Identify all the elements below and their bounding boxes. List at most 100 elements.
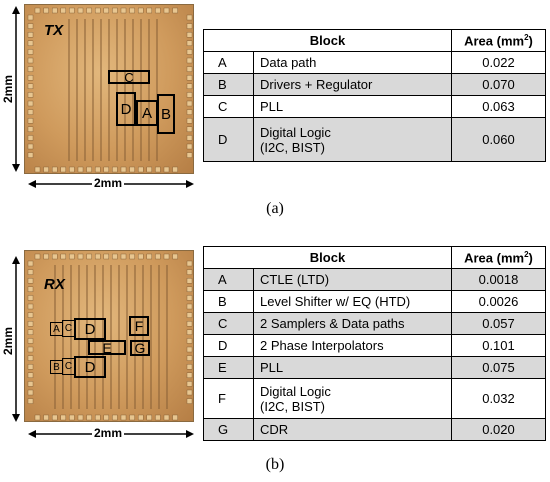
bond-pad	[186, 260, 193, 267]
bond-pad	[69, 166, 75, 173]
bond-pad	[103, 166, 110, 173]
panel-tx: TX C D A B 2mm 2mm Block Area (mm2) A Da…	[0, 0, 550, 230]
bond-pad	[27, 66, 34, 72]
bond-pad	[186, 295, 193, 301]
bond-pad	[186, 320, 193, 327]
bond-pad	[129, 414, 135, 421]
tx-block-b: B	[157, 94, 175, 134]
bond-pad	[186, 398, 193, 404]
bond-pad	[186, 278, 193, 284]
caption-b: (b)	[265, 456, 285, 473]
bond-pad	[186, 135, 193, 141]
bond-pad	[146, 7, 153, 14]
bond-pad	[27, 278, 34, 284]
tx-vertical-dimension-label: 2mm	[1, 74, 16, 104]
bond-pad	[69, 7, 75, 14]
rx-table-row: A CTLE (LTD) 0.0018	[203, 268, 546, 291]
tx-table-row: D Digital Logic(I2C, BIST) 0.060	[203, 117, 546, 162]
bond-pad	[186, 389, 193, 396]
rx-chip-label: RX	[44, 276, 65, 293]
panel-rx: RX A C D F E G B C D 2mm 2mm Block Area …	[0, 244, 550, 482]
bond-pad	[186, 109, 193, 115]
bond-pad	[146, 414, 153, 421]
bond-pad	[163, 414, 170, 421]
bond-pad	[34, 166, 41, 173]
rx-block-e: E	[88, 340, 126, 356]
bond-pad	[27, 126, 34, 133]
bond-pad	[186, 83, 193, 90]
bond-pad	[146, 166, 153, 173]
bond-pad	[27, 346, 34, 353]
bond-pad	[27, 135, 34, 141]
bond-pad	[112, 166, 118, 173]
bond-pad	[186, 23, 193, 29]
bond-pad	[186, 66, 193, 72]
rx-table-row: D 2 Phase Interpolators 0.101	[203, 334, 546, 357]
bond-pad	[146, 253, 153, 260]
bond-pad	[155, 166, 161, 173]
bond-pad	[27, 260, 34, 267]
bond-pad	[112, 7, 118, 14]
bond-pad	[34, 414, 41, 421]
bond-pad	[27, 109, 34, 115]
rx-block-g: G	[130, 340, 150, 356]
bond-pad	[172, 166, 178, 173]
rx-horizontal-dimension-label: 2mm	[92, 426, 125, 440]
rx-die-photo	[24, 250, 194, 422]
bond-pad	[186, 381, 193, 387]
bond-pad	[86, 414, 92, 421]
bond-pad	[120, 414, 127, 421]
bond-pad	[94, 166, 101, 173]
rx-table-header-area: Area (mm2)	[451, 246, 546, 269]
bond-pad	[186, 372, 193, 379]
bond-pad	[186, 363, 193, 370]
bond-pad	[186, 92, 193, 98]
bond-pad	[94, 253, 101, 260]
bond-pad	[86, 166, 92, 173]
tx-block-c: C	[108, 70, 150, 85]
bond-pad	[137, 7, 144, 14]
bond-pad	[163, 7, 170, 14]
bond-pad	[27, 372, 34, 379]
bond-pad	[137, 253, 144, 260]
tx-table-header-block: Block	[203, 29, 452, 52]
bond-pad	[155, 253, 161, 260]
bond-pad	[27, 49, 34, 55]
bond-pad	[77, 253, 84, 260]
bond-pad	[86, 7, 92, 14]
bond-pad	[27, 117, 34, 124]
bond-pad	[94, 7, 101, 14]
rx-die-texture	[27, 253, 193, 421]
bond-pad	[27, 40, 34, 46]
bond-pad	[43, 166, 49, 173]
bond-pad	[129, 253, 135, 260]
bond-pad	[27, 303, 34, 310]
bond-pad	[27, 286, 34, 292]
bond-pad	[186, 152, 193, 158]
tx-block-a: A	[136, 100, 158, 126]
bond-pad	[27, 355, 34, 361]
bond-pad	[77, 414, 84, 421]
bond-pad	[129, 7, 135, 14]
bond-pad	[163, 253, 170, 260]
tx-table-header-area: Area (mm2)	[451, 29, 546, 52]
bond-pad	[77, 7, 84, 14]
bond-pad	[52, 166, 58, 173]
bond-pad	[27, 143, 34, 150]
bond-pad	[43, 253, 49, 260]
rx-block-d-top: D	[74, 318, 106, 340]
bond-pad	[186, 100, 193, 107]
bond-pad	[186, 49, 193, 55]
bond-pad	[186, 303, 193, 310]
bond-pad	[120, 166, 127, 173]
rx-table-row: G CDR 0.020	[203, 418, 546, 441]
bond-pad	[120, 253, 127, 260]
bond-pad	[27, 57, 34, 64]
tx-horizontal-dimension-label: 2mm	[92, 176, 125, 190]
bond-pad	[172, 7, 178, 14]
bond-pad	[155, 414, 161, 421]
bond-pad	[186, 269, 193, 275]
bond-pad	[27, 312, 34, 318]
tx-block-d: D	[116, 92, 136, 126]
bond-pad	[186, 338, 193, 344]
